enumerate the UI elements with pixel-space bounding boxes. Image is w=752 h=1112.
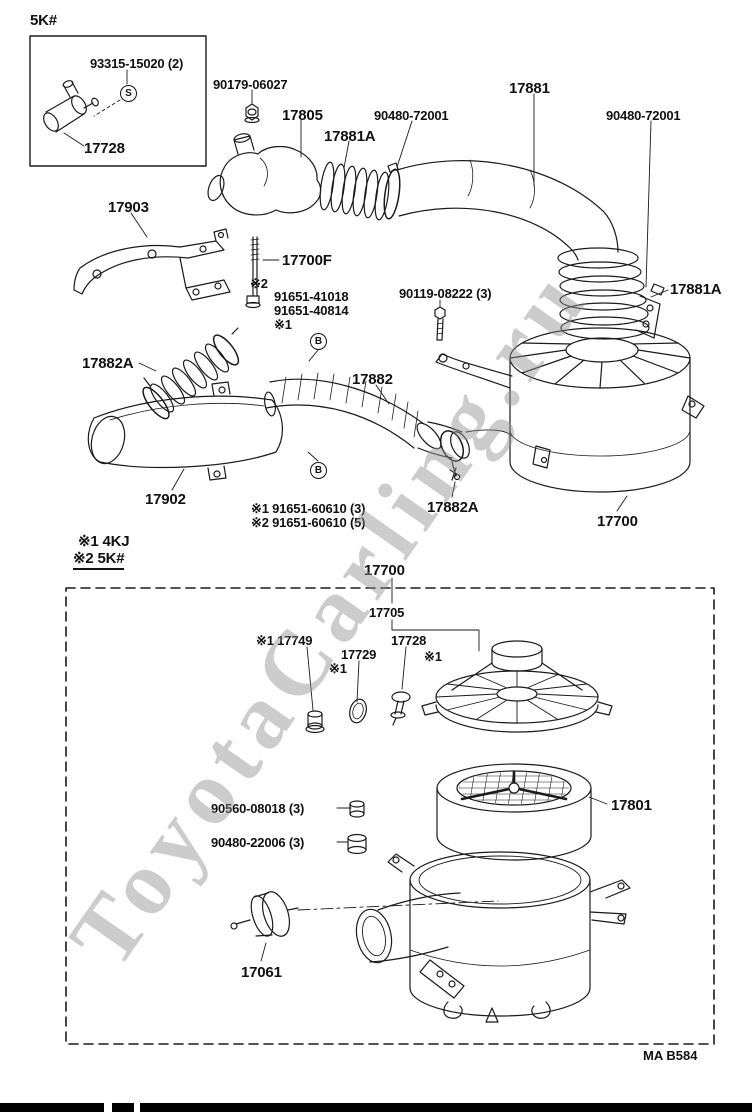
label-17728-box: 17728 bbox=[391, 633, 427, 648]
page-code: MA B584 bbox=[643, 1048, 698, 1063]
label-17882: 17882 bbox=[352, 371, 393, 388]
label-90119-08222: 90119-08222 (3) bbox=[399, 286, 492, 301]
label-ref1: ※1 bbox=[274, 317, 292, 332]
clamp-17881a-right-drawing bbox=[636, 284, 664, 338]
symbol-s-circle: S bbox=[120, 85, 137, 102]
nut-90179-drawing bbox=[245, 104, 259, 123]
label-90179-06027: 90179-06027 bbox=[213, 77, 288, 92]
label-91651-60610-1: ※1 91651-60610 (3) bbox=[251, 501, 366, 516]
label-ref1-a: ※1 bbox=[329, 661, 347, 676]
clamp-90480-left-drawing bbox=[382, 163, 403, 220]
symbol-b-circle-2: B bbox=[310, 462, 327, 479]
label-ref2: ※2 bbox=[250, 276, 268, 291]
inset-box bbox=[30, 36, 206, 166]
duct-17902 bbox=[86, 382, 282, 480]
label-17728-inset: 17728 bbox=[84, 140, 125, 157]
air-cleaner-assembly-17700 bbox=[436, 328, 704, 492]
label-17700-box: 17700 bbox=[364, 562, 405, 579]
label-91651-41018: 91651-41018 bbox=[274, 289, 349, 304]
bellows-17881a bbox=[318, 161, 392, 220]
scan-edge-bar bbox=[0, 1103, 752, 1112]
screw-90119-drawing bbox=[435, 307, 445, 340]
legend-line2: ※2 5K# bbox=[73, 549, 125, 570]
spacer-90560-drawing bbox=[350, 801, 364, 817]
disc-17729-drawing bbox=[347, 697, 369, 724]
symbol-b-circle-1: B bbox=[310, 333, 327, 350]
label-17801: 17801 bbox=[611, 797, 652, 814]
cap-17705-drawing bbox=[422, 641, 612, 732]
filter-element-17801 bbox=[437, 764, 591, 860]
label-17902: 17902 bbox=[145, 491, 186, 508]
bracket-17903 bbox=[74, 229, 230, 300]
label-91651-60610-2: ※2 91651-60610 (5) bbox=[251, 515, 366, 530]
label-90480-22006: 90480-22006 (3) bbox=[211, 835, 305, 850]
label-ref1-b: ※1 bbox=[424, 649, 442, 664]
label-17729: 17729 bbox=[341, 647, 377, 662]
inset-valve-drawing bbox=[41, 79, 100, 133]
label-90480-72001-left: 90480-72001 bbox=[374, 108, 449, 123]
vacuum-motor-17061-drawing bbox=[231, 888, 298, 939]
label-93315-15020: 93315-15020 (2) bbox=[90, 56, 184, 71]
cleaner-housing-drawing bbox=[352, 852, 630, 1022]
exploded-view-box bbox=[66, 588, 714, 1044]
legend-line1: ※1 4KJ bbox=[78, 533, 130, 550]
valve-17728-drawing bbox=[391, 692, 410, 725]
label-17700-right: 17700 bbox=[597, 513, 638, 530]
grommet-17749-drawing bbox=[306, 711, 324, 733]
air-hose-17805 bbox=[205, 132, 321, 215]
elbow-17882a-left bbox=[139, 328, 243, 422]
stud-17700f-drawing bbox=[246, 237, 260, 308]
clamp-17882a-bottom-drawing bbox=[436, 427, 468, 480]
label-17749: ※1 17749 bbox=[256, 633, 313, 648]
label-90480-72001-right: 90480-72001 bbox=[606, 108, 681, 123]
inset-variant-label: 5K# bbox=[30, 12, 57, 29]
label-17881a-top: 17881A bbox=[324, 128, 376, 145]
label-91651-40814: 91651-40814 bbox=[274, 303, 349, 318]
label-17882a-bottom: 17882A bbox=[427, 499, 479, 516]
label-17881a-right: 17881A bbox=[670, 281, 722, 298]
hose-17882 bbox=[266, 373, 512, 461]
leader-lines bbox=[64, 70, 668, 961]
label-17700f: 17700F bbox=[282, 252, 332, 269]
corrugated-neck-17881 bbox=[558, 248, 649, 339]
spacer-90480-22006-drawing bbox=[348, 835, 366, 854]
label-17882a-left: 17882A bbox=[82, 355, 134, 372]
label-90560-08018: 90560-08018 (3) bbox=[211, 801, 305, 816]
label-17805: 17805 bbox=[282, 107, 323, 124]
label-17903: 17903 bbox=[108, 199, 149, 216]
label-17705: 17705 bbox=[369, 605, 405, 620]
label-17061: 17061 bbox=[241, 964, 282, 981]
air-hose-17881 bbox=[397, 160, 618, 260]
label-17881: 17881 bbox=[509, 80, 550, 97]
